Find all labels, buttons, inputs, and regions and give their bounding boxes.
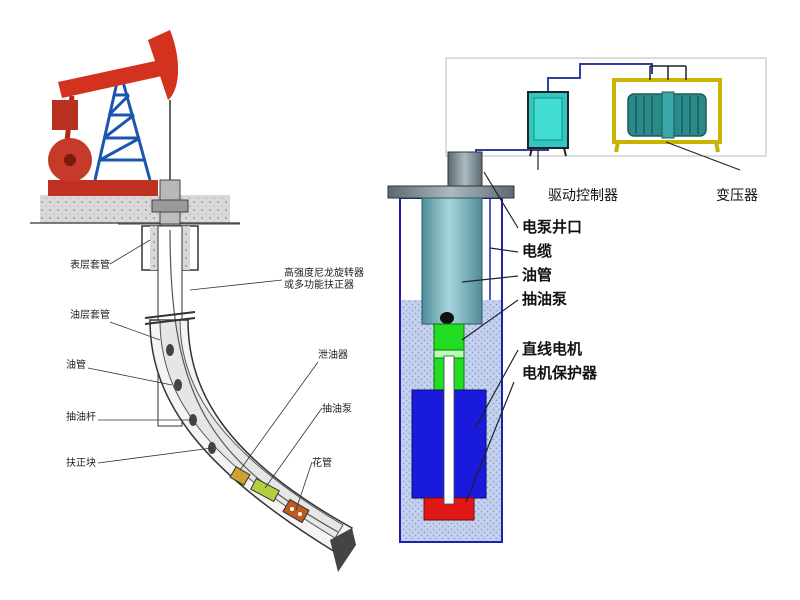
label-drain-valve: 泄油器 [318,348,348,361]
wellhead-cap [447,151,483,187]
tubing [421,197,483,325]
ground-pad [40,195,230,223]
center-rod [443,355,455,505]
label-linear-motor: 直线电机 [522,340,582,358]
drain-valve-part [229,466,251,486]
label-sucker-rod: 抽油杆 [66,410,96,423]
screen-pipe-part [282,498,310,524]
label-tubing-right: 油管 [522,266,552,284]
label-tubing: 油管 [66,358,86,371]
label-pump: 抽油泵 [322,402,352,415]
pump-jack [30,30,240,224]
pump-upper [433,323,465,351]
label-motor-protector: 电机保护器 [522,364,598,382]
label-screen-pipe: 花管 [312,456,332,469]
left-diagram: 表层套管 高强度尼龙旋转器 或多功能扶正器 油层套管 油管 抽油杆 扶正块 泄油… [30,30,364,572]
bore-end [330,528,356,572]
label-transformer: 变压器 [716,188,758,204]
label-cable: 电缆 [522,242,552,260]
horse-head [148,30,179,100]
centralizer-block [166,344,174,356]
wellhead-flange [387,185,515,199]
right-diagram: 驱动控制器 变压器 电泵井口 电缆 油管 抽油泵 直线电机 电机保护器 [387,57,767,543]
label-wellhead: 电泵井口 [522,218,582,236]
gearbox [52,100,78,130]
label-surface-casing: 表层套管 [70,258,110,271]
label-centralizer: 扶正块 [66,456,96,469]
label-centralizer-note-1: 高强度尼龙旋转器 [284,266,364,279]
left-leader-lines [87,239,323,511]
drive-controller [527,91,569,157]
walking-beam [58,60,162,98]
curved-wellbore [144,229,356,572]
right-leader-lines [461,141,741,503]
tubing-plug [440,312,454,324]
label-centralizer-note-2: 或多功能扶正器 [284,278,354,291]
label-oil-casing: 油层套管 [70,308,110,321]
label-pump-right: 抽油泵 [522,290,567,308]
pump-jack-tower [93,77,152,181]
label-drive-controller: 驱动控制器 [548,188,618,204]
surface-equipment-area [445,57,767,157]
centralizer-block [174,379,182,391]
pump-jack-base [48,180,158,196]
